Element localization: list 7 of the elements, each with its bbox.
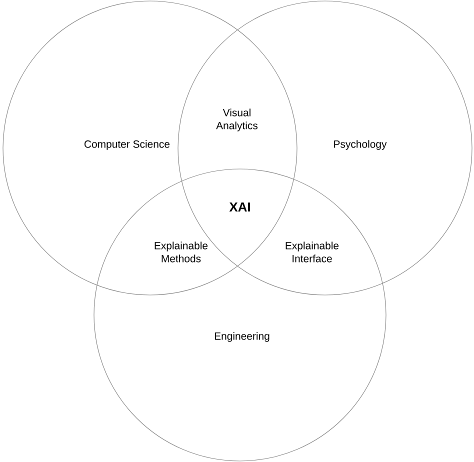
set-label: Computer Science xyxy=(84,140,170,150)
intersection-label: Explainable Methods xyxy=(154,242,208,262)
set-label: Psychology xyxy=(334,140,387,150)
intersection-label: Visual Analytics xyxy=(216,108,258,132)
set-label: Engineering xyxy=(214,332,270,342)
intersection-label: Explainable Interface xyxy=(286,242,339,262)
intersection-label: XAI xyxy=(229,202,250,212)
